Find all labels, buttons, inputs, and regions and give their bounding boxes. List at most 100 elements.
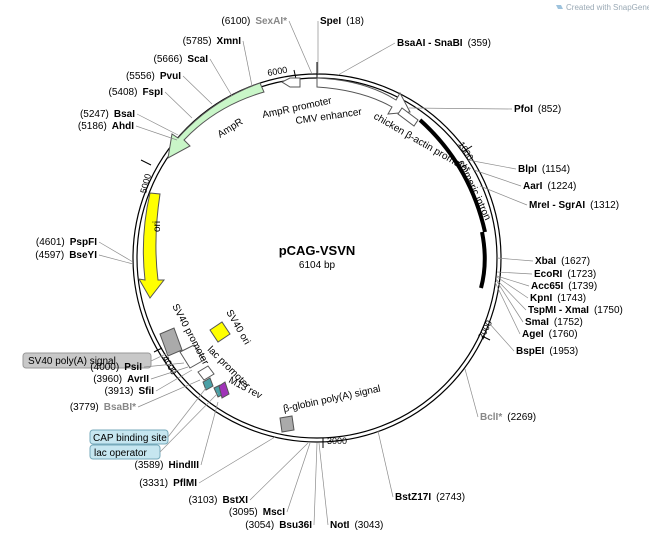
site-acc65i: (1739) Acc65I (496, 275, 597, 292)
site-name: PvuI (160, 71, 181, 82)
site-leader-line (98, 254, 134, 265)
site-mrei: (1312) MreI - SgrAI (479, 185, 619, 211)
site-leader-line (479, 185, 528, 206)
site-xbai: (1627) XbaI (496, 256, 590, 267)
site-name: NotI (330, 520, 350, 531)
site-name: BsaI (114, 109, 135, 120)
lac-promoter-arrow (197, 365, 215, 381)
site-position: (3054) (245, 520, 274, 531)
site-name: BstXI (222, 495, 248, 506)
site-name: PfoI (514, 104, 533, 115)
site-name: AarI (523, 181, 543, 192)
ampr-promoter-arrow (280, 77, 301, 88)
site-leader-line (98, 241, 134, 263)
site-name: MreI - SgrAI (529, 200, 585, 211)
site-leader-line (467, 159, 517, 170)
sv40-polya-leader (150, 351, 171, 362)
site-leader-line (337, 42, 396, 76)
site-bseyi: (4597) BseYI (35, 250, 134, 265)
beta-globin-box (279, 415, 295, 433)
site-leader-line (488, 322, 515, 352)
site-noti: (3043)NotI (318, 442, 383, 531)
site-name: SexAI* (255, 16, 287, 27)
site-pfoi: (852)PfoI (408, 104, 561, 115)
site-leader-line (496, 271, 533, 275)
site-leader-line (473, 169, 522, 187)
site-leader-line (496, 275, 530, 287)
site-position: (4000) (90, 362, 119, 373)
site-name: KpnI (530, 293, 552, 304)
site-avrii: (3960)AvrII (93, 366, 189, 385)
site-name: BseYI (69, 250, 97, 261)
site-name: PflMI (173, 478, 197, 489)
tick-label-6000: 6000 (267, 65, 288, 78)
site-position: (1743) (557, 293, 586, 304)
site-leader-line (495, 279, 524, 323)
site-position: (3589) (135, 460, 164, 471)
site-position: (4601) (36, 237, 65, 248)
ori-arrow (138, 192, 166, 299)
restriction-sites: (6100)SexAI*(18)SpeI(359)BsaAI - SnaBI(8… (35, 16, 623, 531)
cap-binding-tag: CAP binding site (89, 429, 169, 445)
site-leader-line (155, 369, 193, 392)
site-position: (5186) (78, 121, 107, 132)
site-position: (1224) (547, 181, 576, 192)
ori-label: ori (152, 221, 163, 232)
sv40-polya-tag: SV40 poly(A) signal (22, 352, 152, 369)
site-position: (5408) (109, 87, 138, 98)
site-name: HindIII (168, 460, 199, 471)
watermark-prefix: Created with (566, 3, 611, 12)
site-position: (359) (468, 38, 491, 49)
site-leader-line (164, 91, 193, 119)
cap-binding-tag-text: CAP binding site (93, 433, 167, 444)
sv40-ori-box (209, 321, 231, 343)
site-name: PspFI (70, 237, 97, 248)
site-name: AgeI (522, 329, 544, 340)
site-leader-line (135, 125, 178, 141)
sv40-promoter-box (159, 327, 183, 357)
site-aari: (1224) AarI (473, 169, 576, 192)
site-position: (2743) (436, 492, 465, 503)
sv40-ori-label: SV40 ori (223, 308, 252, 347)
site-position: (1723) (567, 269, 596, 280)
site-leader-line (496, 257, 534, 262)
site-leader-line (242, 40, 253, 87)
tick-2000 (481, 335, 491, 341)
site-leader-line (464, 368, 479, 418)
watermark: Created with SnapGene® (556, 3, 649, 12)
site-name: BspEI (516, 346, 545, 357)
site-position: (1739) (568, 281, 597, 292)
site-position: (1953) (549, 346, 578, 357)
site-name: XbaI (535, 256, 556, 267)
plasmid-name: pCAG-VSVN (279, 243, 356, 258)
tick-4000 (153, 347, 163, 353)
site-bcli: (2269)BclI* (464, 368, 536, 423)
site-bsu36i: (3054)Bsu36I (245, 442, 318, 531)
site-ahdi: (5186)AhdI (78, 121, 178, 141)
site-position: (4597) (35, 250, 64, 261)
site-bstxi: (3103) BstXI (189, 442, 309, 506)
site-name: XmnI (217, 36, 242, 47)
site-name: PsiI (124, 362, 142, 373)
site-position: (1627) (561, 256, 590, 267)
site-spei: (18)SpeI (317, 16, 364, 74)
site-position: (1312) (590, 200, 619, 211)
site-name: BclI* (480, 412, 502, 423)
site-leader-line (200, 401, 219, 466)
site-position: (3095) (229, 507, 258, 518)
site-name: BsaBI* (104, 402, 136, 413)
site-sexai: (6100)SexAI* (221, 16, 313, 75)
site-name: FspI (142, 87, 163, 98)
site-name: Acc65I (531, 281, 563, 292)
site-msci: (3095)MscI (229, 442, 311, 518)
site-leader-line (495, 278, 527, 311)
lac-operator-leader (159, 392, 219, 453)
site-name: BlpI (518, 164, 537, 175)
site-bspei: (1953) BspEI (488, 322, 578, 357)
site-position: (5556) (126, 71, 155, 82)
site-leader-line (136, 113, 179, 136)
site-agei: (1760) AgeI (494, 281, 578, 340)
site-leader-line (288, 20, 313, 75)
site-position: (1760) (549, 329, 578, 340)
site-position: (3103) (189, 495, 218, 506)
